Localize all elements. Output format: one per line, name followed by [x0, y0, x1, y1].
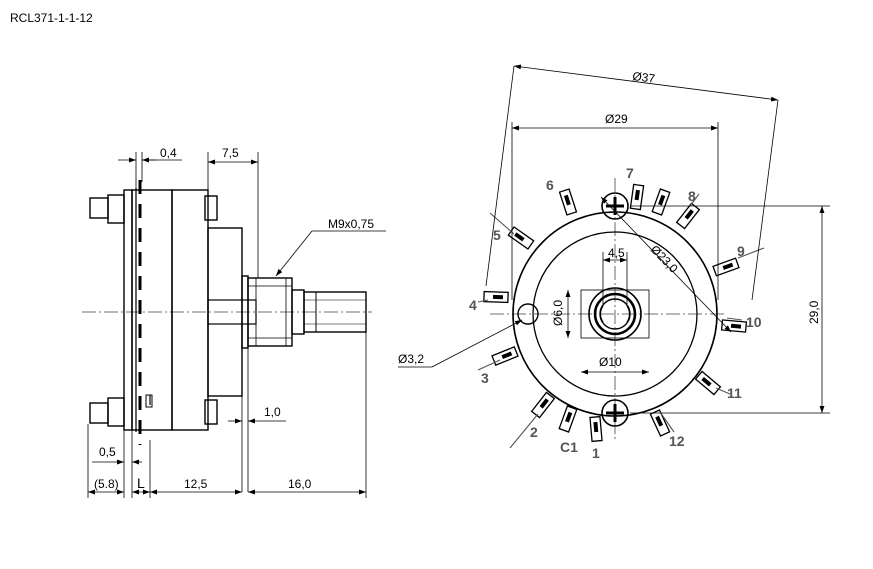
pin-3-label: 3	[481, 370, 489, 386]
pin-9-label: 9	[737, 243, 745, 259]
pin-4-label: 4	[469, 297, 477, 313]
dim-0-5-label: 0,5	[99, 445, 116, 459]
dia-10-label: Ø10	[599, 355, 622, 369]
pin-10-label: 10	[746, 314, 762, 330]
dia-37-label: Ø37	[632, 69, 657, 86]
dim-5-8-label: (5.8)	[94, 477, 119, 491]
dim-16-0-label: 16,0	[288, 477, 312, 491]
dia-3-2-label: Ø3,2	[398, 352, 424, 366]
dim-0-4-label: 0,4	[160, 146, 177, 160]
pin-11-label: 11	[727, 385, 742, 401]
pin-6-label: 6	[546, 177, 554, 193]
locating-hole	[517, 303, 539, 325]
dim-29-label: 29,0	[807, 300, 821, 324]
dim-1-0-label: 1,0	[264, 405, 281, 419]
dim-L-label: L	[137, 475, 145, 491]
housing-front	[171, 189, 209, 431]
dim-7-5-label: 7,5	[222, 146, 239, 160]
pin-5-label: 5	[493, 227, 501, 243]
rear-plate	[123, 189, 133, 431]
dia-6-label: Ø6,0	[551, 300, 565, 326]
pin-12-label: 12	[669, 433, 685, 449]
pin-2-label: 2	[530, 424, 538, 440]
dim-12-5-label: 12,5	[184, 477, 208, 491]
dim-4-5-label: 4,5	[608, 246, 625, 260]
lower-post-nut	[107, 397, 125, 427]
bottom-screw	[601, 399, 629, 427]
pin-8-label: 8	[688, 188, 696, 204]
dia-29-label: Ø29	[605, 112, 628, 126]
pin-numbers: 1 2 3 4 5 6 7 8 9 10 11 12 C1	[469, 165, 762, 461]
part-number-title: RCL371-1-1-12	[10, 11, 93, 25]
housing-rear	[131, 189, 173, 431]
lower-post-head	[89, 402, 109, 424]
pin-1-label: 1	[592, 445, 600, 461]
thread-label: M9x0,75	[328, 217, 374, 231]
shaft	[303, 291, 367, 333]
side-view: 0,4 7,5 M9x0,75 1,0 0,5 (5.8) L 12,5	[82, 146, 386, 498]
upper-post-nut	[107, 194, 125, 224]
pin-c1-label: C1	[560, 439, 578, 455]
pin-leaders	[477, 193, 765, 449]
upper-post-head	[89, 197, 109, 219]
pin-7-label: 7	[626, 165, 634, 181]
front-view: 1 2 3 4 5 6 7 8 9 10 11 12 C1 Ø37 Ø29 4,…	[398, 64, 830, 461]
